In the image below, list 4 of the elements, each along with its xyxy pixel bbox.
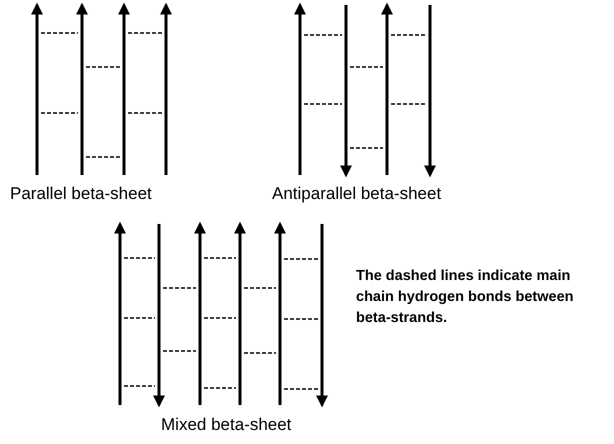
sheet-caption: Parallel beta-sheet — [10, 184, 152, 204]
sheet-caption: Mixed beta-sheet — [161, 415, 292, 435]
sheet-caption: Antiparallel beta-sheet — [272, 184, 442, 204]
note-text: The dashed lines indicate main chain hydrogen bonds between beta-strands. — [356, 267, 575, 328]
